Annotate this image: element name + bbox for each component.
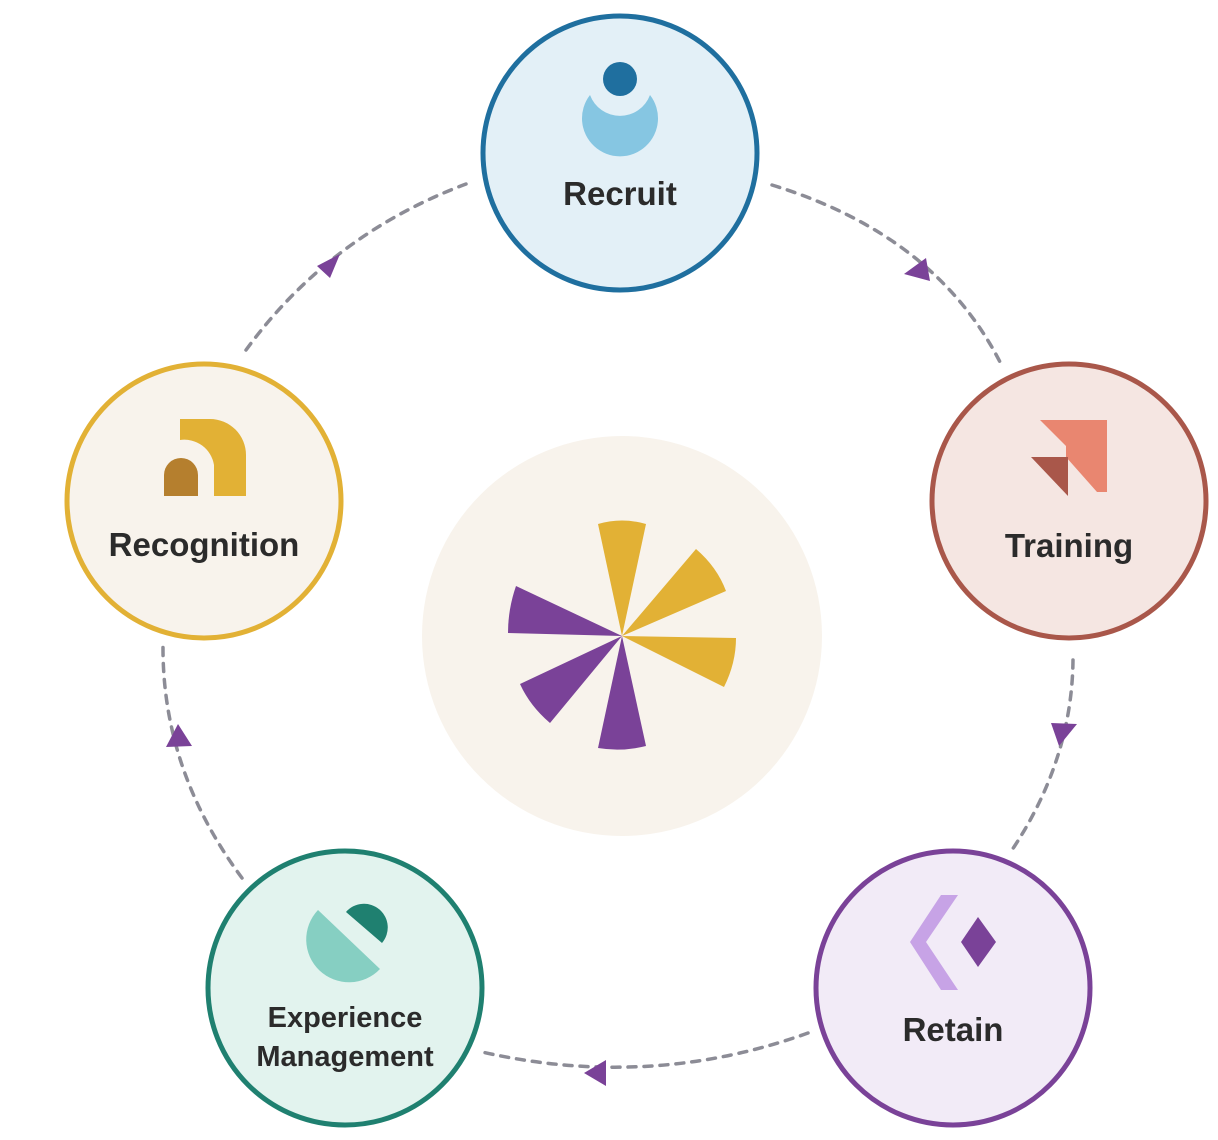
logo-petal-purple-lower-left [520,636,622,723]
node-experience-management[interactable]: Experience Management [205,848,485,1128]
connector-recruit-training [770,183,1002,364]
arrowheads [166,254,1077,1086]
node-recruit-label: Recruit [563,175,677,212]
training-icon-small [1031,457,1068,496]
connector-experience-recognition [161,643,244,880]
arrow-up-right-icon [1031,420,1107,496]
arrow-training-retain [1051,723,1077,746]
node-recruit[interactable]: Recruit [480,13,760,293]
arrow-recruit-training [904,258,930,281]
connector-retain-experience [480,1031,810,1069]
arrow-recognition-recruit [317,254,340,278]
center-logo [422,436,822,836]
person-body [582,95,658,157]
retain-icon-large [910,895,958,990]
logo-petal-gold-top [598,520,646,636]
node-experience-circle [205,848,485,1128]
arrow-experience-recognition [166,724,192,747]
person-head [603,62,637,96]
asterisk-logo-icon [508,520,736,750]
experience-icon-large [306,910,380,983]
recognition-icon-large [180,419,246,496]
node-experience-label-line2: Management [256,1041,434,1073]
logo-petal-gold-right [622,636,736,687]
person-icon [582,62,658,157]
logo-petal-purple-bottom [598,636,646,750]
experience-icon-small [346,903,388,943]
node-recognition[interactable]: Recognition [64,361,344,641]
split-circle-icon [306,903,388,983]
connectors [161,182,1075,1069]
node-experience-label-line1: Experience [268,1002,423,1034]
node-recognition-label: Recognition [109,526,300,563]
node-training-label: Training [1005,527,1133,564]
node-retain-label: Retain [903,1011,1004,1048]
recognition-icon-small [164,458,198,496]
node-training-circle [929,361,1209,641]
node-retain[interactable]: Retain [813,848,1093,1128]
training-icon-large [1040,420,1107,492]
connector-training-retain [1010,658,1075,852]
logo-petal-purple-left [508,586,622,636]
retain-icon-small [961,917,996,967]
arch-icon [164,419,246,496]
connector-recognition-recruit [244,182,468,352]
logo-petal-gold-upper-right [622,549,726,636]
diamond-icon [910,895,996,990]
node-recognition-circle [64,361,344,641]
node-training[interactable]: Training [929,361,1209,641]
arrow-retain-experience [584,1060,606,1086]
